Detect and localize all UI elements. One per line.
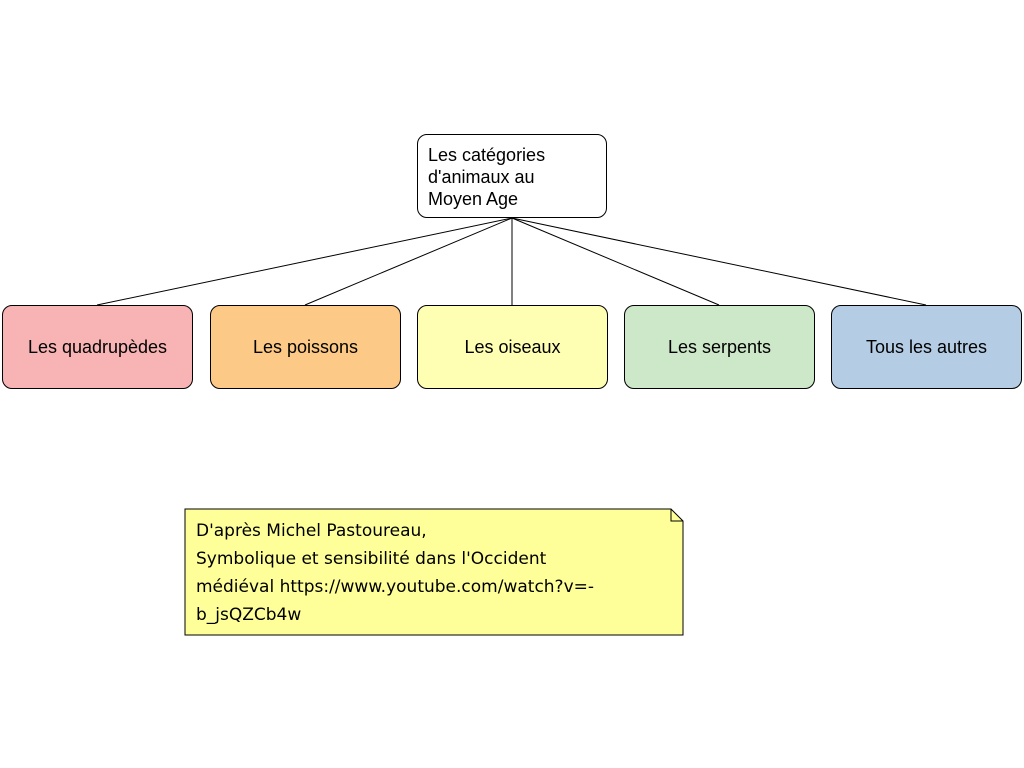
category-autres[interactable]: Tous les autres xyxy=(831,305,1022,389)
note-line-2: Symbolique et sensibilité dans l'Occiden… xyxy=(196,549,547,569)
connector-serpents xyxy=(511,217,720,306)
note-shape xyxy=(184,508,684,636)
category-label: Les poissons xyxy=(252,336,359,357)
category-poissons[interactable]: Les poissons xyxy=(210,305,401,389)
category-label: Les quadrupèdes xyxy=(27,336,168,357)
note-line-3: médiéval https://www.youtube.com/watch?v… xyxy=(196,577,595,597)
category-quadrupedes[interactable]: Les quadrupèdes xyxy=(2,305,193,389)
root-line-2: d'animaux au xyxy=(428,167,535,187)
category-label: Les oiseaux xyxy=(464,336,561,357)
connector-autres xyxy=(511,217,927,306)
category-label: Les serpents xyxy=(667,336,772,357)
connector-quadrupedes xyxy=(96,217,513,306)
root-node[interactable]: Les catégories d'animaux au Moyen Age xyxy=(417,134,607,218)
note-fold-corner xyxy=(670,509,683,522)
connector-poissons xyxy=(304,217,513,306)
source-note[interactable] xyxy=(184,508,684,636)
note-line-1: D'après Michel Pastoureau, xyxy=(196,521,427,541)
source-note-text: D'après Michel Pastoureau, Symbolique et… xyxy=(196,517,676,629)
root-line-3: Moyen Age xyxy=(428,189,519,209)
category-serpents[interactable]: Les serpents xyxy=(624,305,815,389)
note-line-4: b_jsQZCb4w xyxy=(196,605,302,625)
category-oiseaux[interactable]: Les oiseaux xyxy=(417,305,608,389)
category-label: Tous les autres xyxy=(865,336,988,357)
root-line-1: Les catégories xyxy=(428,145,546,165)
